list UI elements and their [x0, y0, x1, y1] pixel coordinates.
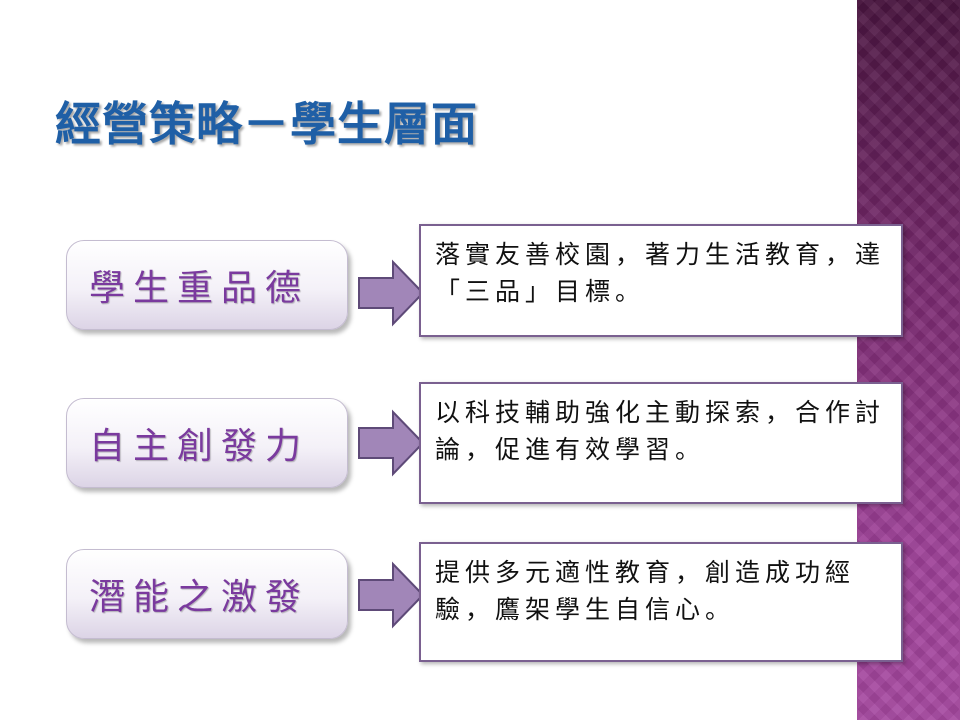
right-arrow-icon [358, 561, 425, 629]
strategy-description: 以科技輔助強化主動探索，合作討論，促進有效學習。 [435, 398, 886, 464]
strategy-label: 自主創發力 [89, 426, 310, 467]
strategy-label-box-potential: 潛能之激發 [66, 549, 348, 639]
strategy-description-box: 落實友善校園，著力生活教育，達「三品」目標。 [419, 224, 903, 337]
strategy-description-box: 以科技輔助強化主動探索，合作討論，促進有效學習。 [419, 382, 903, 504]
slide-title: 經營策略－學生層面 [55, 97, 478, 151]
strategy-label-box-autonomy: 自主創發力 [66, 398, 348, 488]
strategy-label: 潛能之激發 [89, 577, 310, 618]
strategy-description-box: 提供多元適性教育，創造成功經驗，鷹架學生自信心。 [419, 542, 903, 662]
strategy-description: 提供多元適性教育，創造成功經驗，鷹架學生自信心。 [435, 558, 856, 624]
strategy-label: 學生重品德 [89, 268, 310, 309]
strategy-label-box-character: 學生重品德 [66, 240, 348, 330]
strategy-description: 落實友善校園，著力生活教育，達「三品」目標。 [435, 240, 886, 306]
right-arrow-icon [358, 409, 425, 477]
right-arrow-icon [358, 259, 425, 327]
